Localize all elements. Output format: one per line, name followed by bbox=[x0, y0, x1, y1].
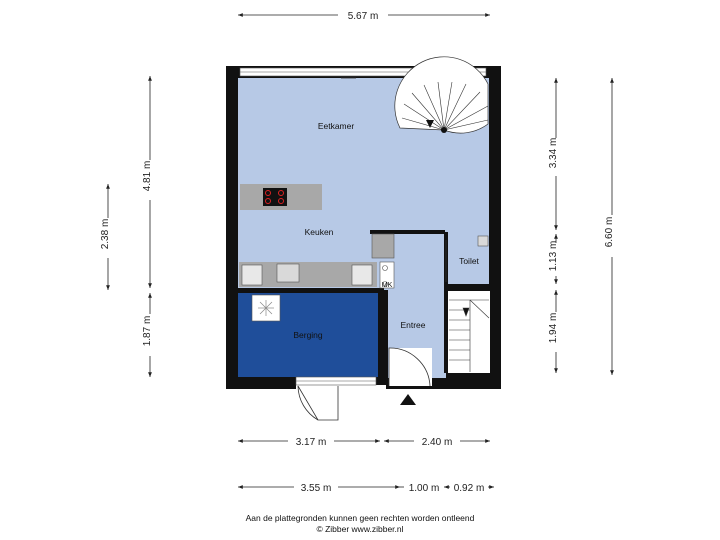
dim-left-lower: 1.87 m bbox=[142, 316, 153, 347]
room-label-eetkamer: Eetkamer bbox=[318, 121, 355, 131]
dim-right-mid: 1.13 m bbox=[548, 241, 559, 272]
main-floor bbox=[238, 78, 489, 378]
dim-right-total: 6.60 m bbox=[604, 217, 615, 248]
dim-bottom-row2-left: 3.55 m bbox=[301, 483, 332, 494]
dim-top-width: 5.67 m bbox=[348, 11, 379, 22]
room-label-mk: MK bbox=[382, 282, 393, 289]
kitchen-counter bbox=[239, 233, 395, 287]
room-labels: Eetkamer Keuken Toilet Entree Berging MK bbox=[293, 121, 479, 340]
kitchen-island bbox=[240, 184, 322, 210]
room-label-berging: Berging bbox=[293, 330, 323, 340]
meter-cupboard bbox=[379, 261, 395, 289]
cooktop bbox=[263, 188, 287, 206]
dim-left-total: 4.81 m bbox=[142, 161, 153, 192]
sink bbox=[276, 263, 300, 283]
stair-floor bbox=[447, 291, 490, 373]
washing-machine bbox=[251, 294, 281, 322]
spiral-staircase bbox=[394, 56, 489, 134]
room-label-toilet: Toilet bbox=[459, 256, 479, 266]
room-label-keuken: Keuken bbox=[305, 227, 334, 237]
dim-bottom-row1-left: 3.17 m bbox=[296, 437, 327, 448]
dim-bottom-row2-mid: 1.00 m bbox=[409, 483, 440, 494]
dim-right-upper: 3.34 m bbox=[548, 138, 559, 169]
doors bbox=[297, 240, 447, 421]
straight-staircase bbox=[449, 299, 490, 372]
berging-door bbox=[297, 385, 339, 421]
dim-bottom-row2-right: 0.92 m bbox=[454, 483, 485, 494]
toilet-fixtures bbox=[477, 235, 489, 247]
room-label-entree: Entree bbox=[400, 320, 425, 330]
dim-right-lower: 1.94 m bbox=[548, 313, 559, 344]
copyright-text: © Zibber www.zibber.nl bbox=[316, 524, 404, 534]
disclaimer-text: Aan de plattegronden kunnen geen rechten… bbox=[245, 513, 475, 523]
dimensions: 5.67 m 4.81 m 1.87 m 2.38 m 3.34 m 1.13 … bbox=[100, 11, 615, 494]
entrance-marker bbox=[400, 394, 416, 405]
dim-bottom-row1-right: 2.40 m bbox=[422, 437, 453, 448]
entree-door bbox=[388, 347, 431, 387]
dim-left-outer: 2.38 m bbox=[100, 219, 111, 250]
berging-window bbox=[295, 376, 377, 386]
